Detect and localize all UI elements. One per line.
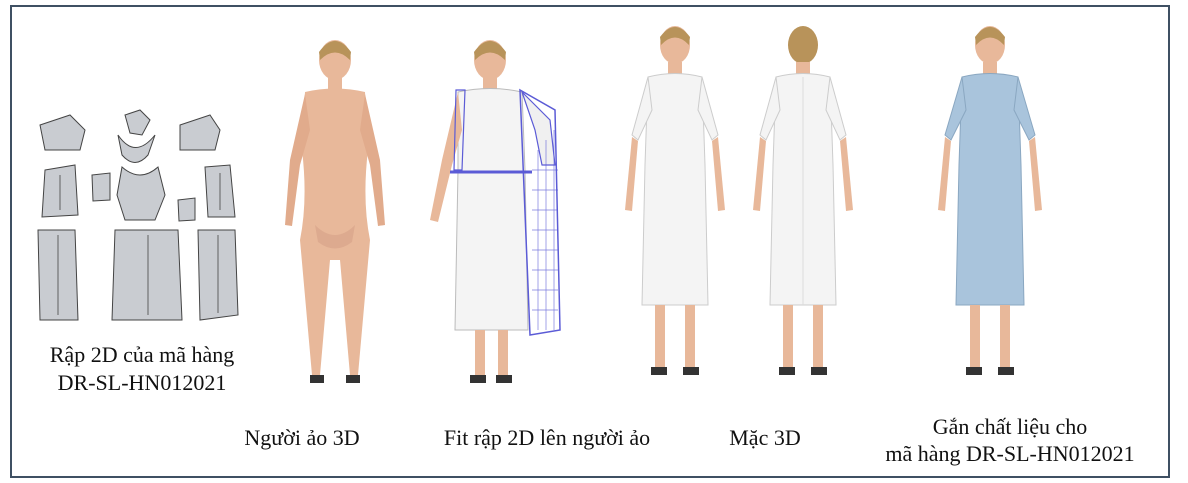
avatar-3d-figure bbox=[270, 30, 400, 400]
pattern-pieces-illustration bbox=[30, 105, 260, 330]
caption-wear: Mặc 3D bbox=[710, 424, 820, 452]
caption-material-line1: Gắn chất liệu cho bbox=[880, 413, 1140, 441]
wear-3d-back-figure bbox=[748, 15, 858, 390]
wear-3d-front-figure bbox=[620, 15, 730, 390]
caption-pattern-line2: DR-SL-HN012021 bbox=[22, 369, 262, 397]
caption-pattern-line1: Rập 2D của mã hàng bbox=[22, 341, 262, 369]
fit-pattern-figure bbox=[420, 30, 570, 400]
pattern-pieces-panel bbox=[30, 105, 260, 330]
material-applied-figure bbox=[930, 15, 1050, 390]
caption-material-line2: mã hàng DR-SL-HN012021 bbox=[860, 440, 1160, 468]
caption-avatar: Người ảo 3D bbox=[222, 424, 382, 452]
caption-fit: Fit rập 2D lên người ảo bbox=[412, 424, 682, 452]
